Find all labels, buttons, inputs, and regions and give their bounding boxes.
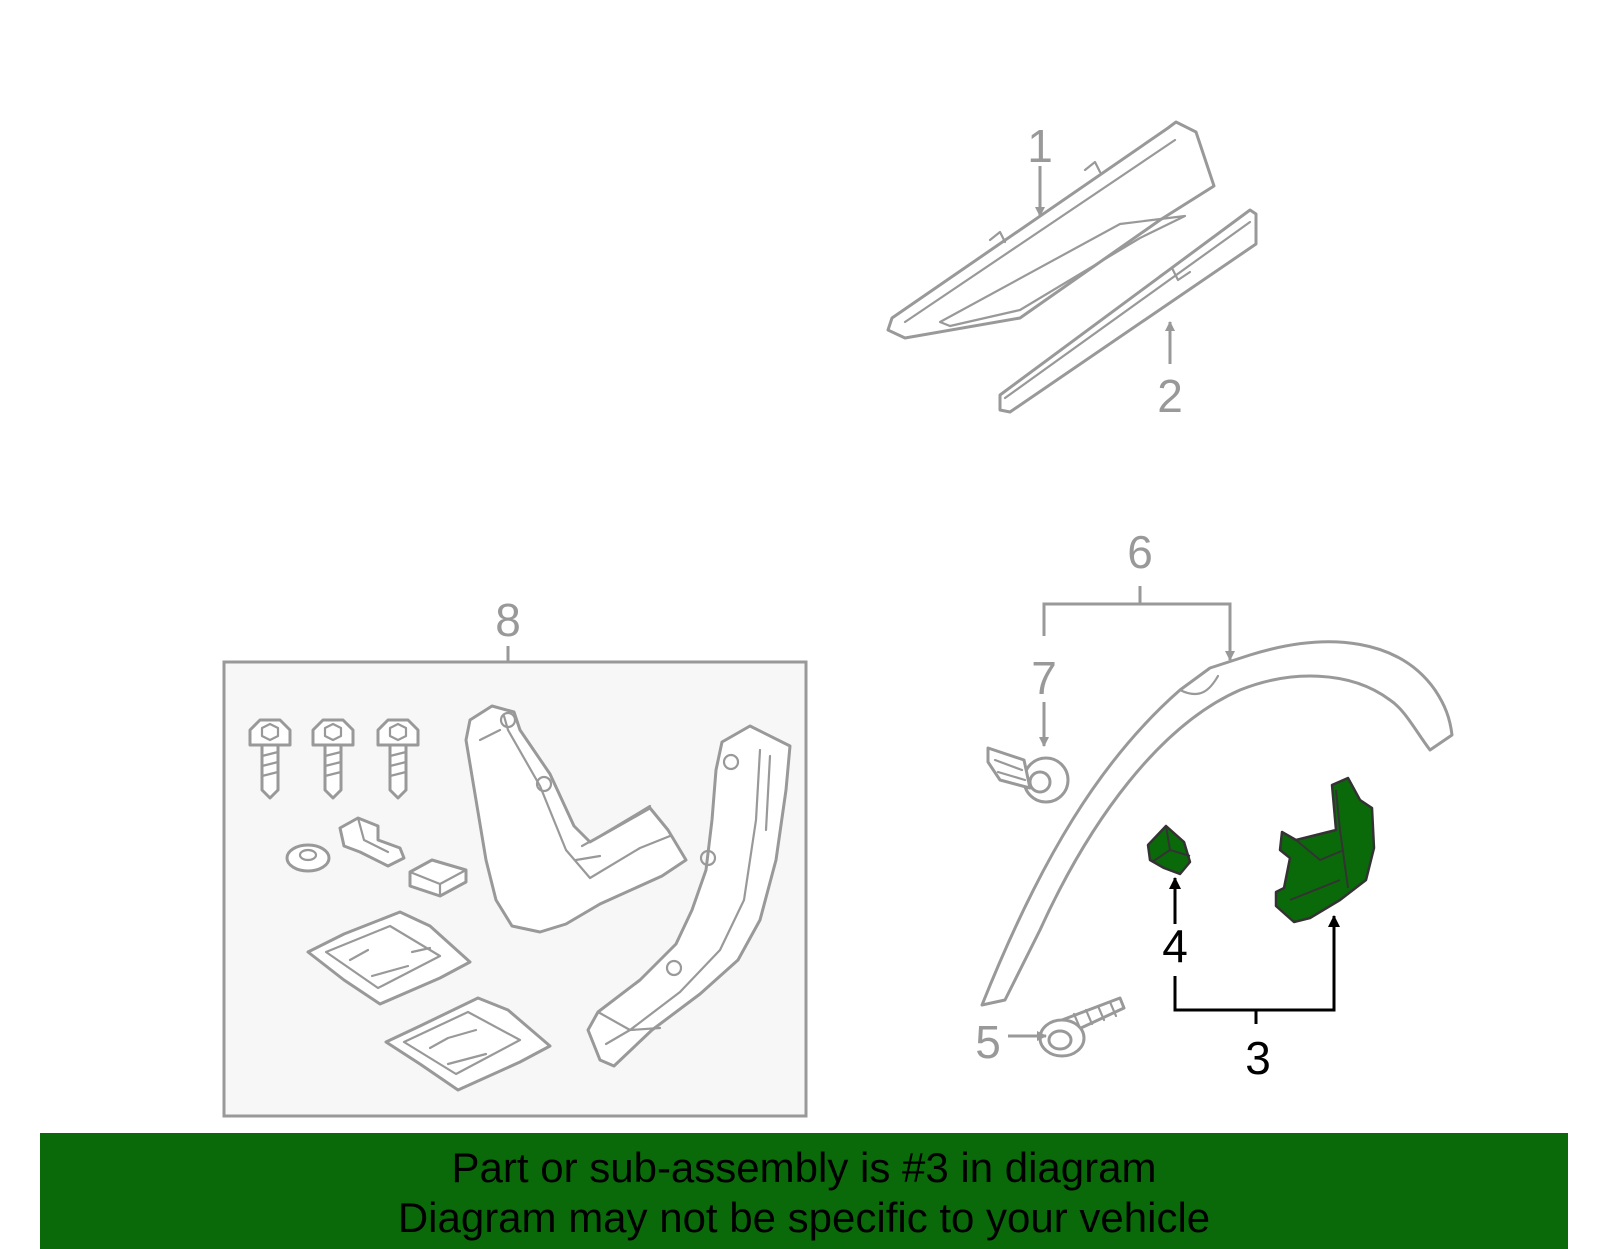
part-8-mud-flap-kit bbox=[222, 660, 808, 1118]
part-7-push-clip bbox=[986, 746, 1070, 804]
part-2-molding-strip bbox=[998, 208, 1258, 414]
kit-pad bbox=[408, 858, 468, 898]
banner-line-1: Part or sub-assembly is #3 in diagram bbox=[451, 1144, 1157, 1191]
kit-adhesive-packet bbox=[384, 996, 552, 1092]
kit-bolt bbox=[248, 718, 292, 800]
kit-clip bbox=[338, 816, 406, 868]
callout-8: 8 bbox=[495, 594, 521, 646]
callout-7: 7 bbox=[1031, 652, 1057, 704]
callout-4: 4 bbox=[1162, 920, 1188, 972]
kit-washer bbox=[285, 843, 331, 873]
callout-1: 1 bbox=[1027, 120, 1053, 172]
callout-3: 3 bbox=[1245, 1032, 1271, 1084]
leader-6 bbox=[1042, 586, 1230, 660]
part-6-wheel-arch-molding bbox=[980, 640, 1454, 1007]
part-1-garnish-molding bbox=[886, 120, 1216, 340]
part-4-retainer-clip bbox=[1146, 824, 1192, 876]
kit-mud-flap-right bbox=[586, 724, 792, 1068]
callout-2: 2 bbox=[1157, 370, 1183, 422]
callout-5: 5 bbox=[975, 1016, 1001, 1068]
leader-lines bbox=[506, 166, 1340, 1041]
part-3-splash-shield bbox=[1274, 776, 1376, 924]
info-banner: Part or sub-assembly is #3 in diagram Di… bbox=[40, 1133, 1568, 1249]
callout-6: 6 bbox=[1127, 526, 1153, 578]
kit-bolt bbox=[376, 718, 420, 800]
banner-line-2: Diagram may not be specific to your vehi… bbox=[397, 1194, 1211, 1241]
kit-adhesive-packet bbox=[306, 910, 472, 1006]
callout-labels: 1 2 3 4 5 6 7 8 bbox=[495, 120, 1271, 1084]
kit-bolt bbox=[311, 718, 355, 800]
part-5-screw bbox=[1038, 996, 1126, 1058]
kit-mud-flap-left bbox=[464, 704, 688, 934]
leader-3 bbox=[1173, 918, 1336, 1024]
